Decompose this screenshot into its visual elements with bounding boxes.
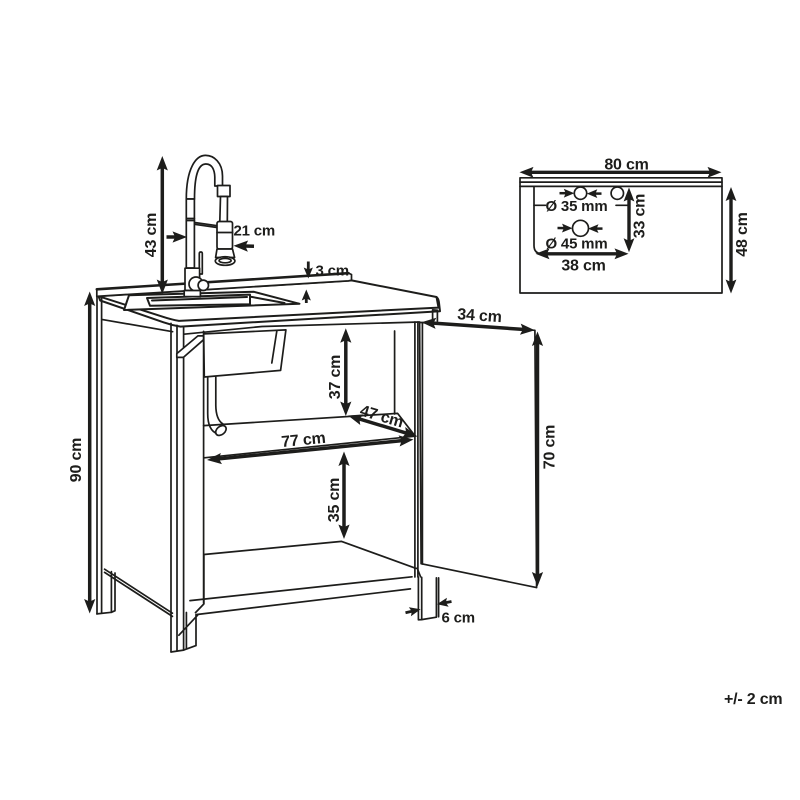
dim-faucet-reach-arrow-left [166, 231, 187, 243]
dim-interior-width-arrow [207, 435, 414, 465]
faucet-sprayer-body [216, 220, 234, 250]
front-view [95, 154, 538, 653]
dimension-arrows [84, 156, 737, 617]
countertop-outline [519, 176, 723, 294]
label-lower-compartment-height: 35 cm [326, 478, 343, 522]
dim-leg-arrow-right [437, 597, 452, 607]
dim-backsplash-arrow-up [301, 289, 311, 303]
label-cutout-depth: 33 cm [632, 194, 649, 238]
faucet [183, 154, 236, 298]
dim-upper-height-arrow [340, 328, 352, 416]
faucet-hose [218, 195, 229, 223]
dim-cutout-depth-arrow [623, 187, 635, 253]
faucet-riser-column [185, 198, 196, 269]
back-right-post [431, 308, 439, 323]
label-faucet-hole-diameter: Ø 35 mm [546, 198, 608, 215]
dim-countertop-depth-arrow [725, 187, 737, 294]
label-countertop-depth: 48 cm [734, 212, 751, 256]
front-left-leg [170, 611, 199, 653]
faucet-nozzle-mouth [218, 257, 232, 264]
drain-hole [571, 219, 590, 238]
dim-total-height-arrow [84, 291, 96, 614]
front-top-rail-bottom-edge [183, 321, 421, 336]
cabinet-left-frame [96, 293, 206, 653]
cutout-left-edge [533, 185, 544, 255]
faucet-riser-ring [185, 217, 196, 222]
corner-brace [175, 335, 206, 359]
label-drain-hole-diameter: Ø 45 mm [546, 236, 608, 253]
dim-countertop-width-arrow [519, 166, 722, 178]
label-door-height: 70 cm [542, 425, 559, 469]
dim-drain-hole-arrow-right [588, 224, 603, 233]
dim-door-width-arrow [421, 317, 535, 335]
label-faucet-reach: 21 cm [234, 223, 276, 240]
dim-lower-height-arrow [338, 451, 350, 539]
drain-pipe-mouth [214, 424, 227, 437]
backsplash-line [519, 181, 723, 188]
faucet-handle-knob-front [197, 279, 210, 292]
label-faucet-height: 43 cm [143, 213, 160, 257]
faucet-support-bar [193, 221, 219, 229]
label-backsplash-height: 3 cm [316, 263, 349, 280]
dim-leg-arrow-left [405, 607, 421, 617]
door-panel [418, 321, 538, 589]
dim-door-height-arrow [531, 331, 544, 587]
faucet-base [183, 289, 202, 298]
dim-faucet-hole-arrow-right [586, 189, 602, 198]
faucet-hole-2 [610, 186, 625, 201]
dim-backsplash-arrow-down [303, 261, 313, 279]
sink-basin-inner-edge [270, 330, 278, 364]
label-interior-width: 77 cm [281, 430, 327, 451]
backsplash-lip-top-edge [95, 271, 350, 291]
label-cutout-width: 38 cm [561, 258, 605, 275]
faucet-hose-connector [216, 184, 231, 198]
back-left-leg [96, 570, 116, 615]
countertop [95, 271, 441, 328]
dim-faucet-reach-arrow-right [233, 240, 255, 252]
front-left-post [170, 322, 185, 653]
faucet-nozzle-flare [214, 248, 236, 259]
sink-opening [146, 293, 286, 307]
sink-basin-under-counter [202, 329, 287, 378]
label-total-height: 90 cm [68, 438, 85, 482]
label-upper-compartment-height: 37 cm [327, 355, 344, 399]
label-door-width: 34 cm [457, 306, 502, 326]
label-tolerance: +/- 2 cm [724, 691, 782, 708]
dim-drain-hole-arrow-left [557, 223, 573, 233]
cabinet-interior [183, 321, 440, 621]
left-side-bottom-rail [103, 568, 174, 618]
front-right-post [414, 321, 419, 578]
label-leg-height: 6 cm [442, 610, 475, 627]
front-bottom-rail [189, 575, 413, 616]
middle-shelf [202, 412, 417, 459]
dim-faucet-hole-arrow-left [559, 188, 575, 198]
left-side-top-rail [100, 318, 174, 333]
countertop-slab-edge [97, 295, 441, 328]
faucet-gooseneck-arch [185, 154, 224, 200]
label-countertop-width: 80 cm [604, 157, 648, 174]
dim-faucet-height-arrow [156, 156, 168, 294]
front-right-leg [417, 576, 440, 621]
dim-interior-depth-arrow [348, 414, 418, 438]
dim-cutout-width-arrow [535, 248, 629, 260]
right-door-open [418, 308, 538, 589]
bottom-shelf [194, 540, 422, 614]
